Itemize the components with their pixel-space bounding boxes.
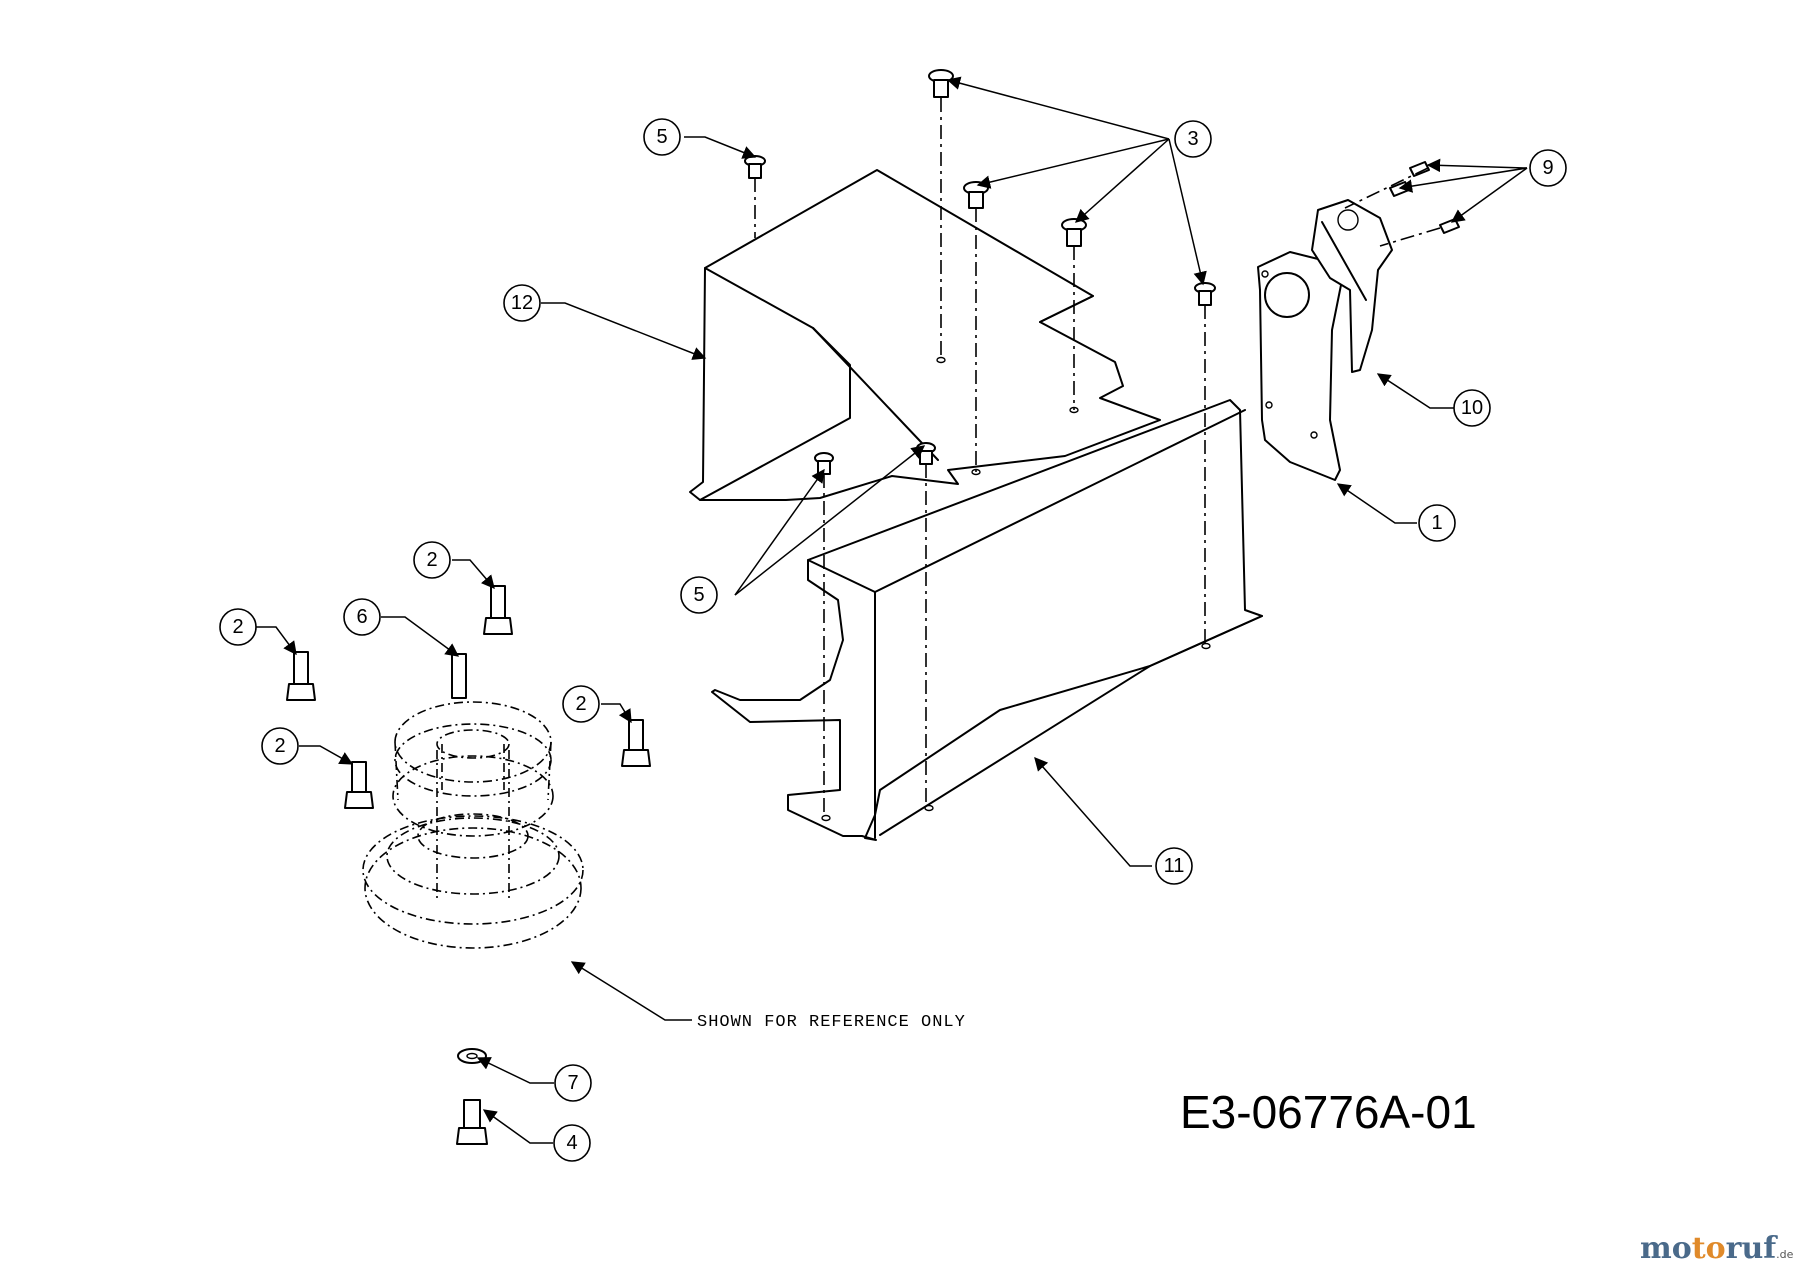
callout-10[interactable]: 10 [1453,389,1491,427]
watermark-tld: .de [1776,1248,1793,1261]
screw-part-5-a [744,155,766,179]
watermark-mo: mo [1640,1231,1692,1266]
key-part-6 [451,653,467,699]
callout-12[interactable]: 12 [503,284,541,322]
callout-5-top-label: 5 [656,126,667,148]
screw-part-3-a [928,69,954,98]
callout-3-label: 3 [1187,128,1198,150]
callout-2-c-label: 2 [274,735,285,757]
idler-bracket-part-1 [1257,251,1343,481]
watermark-logo: motoruf.de [1640,1231,1794,1266]
callout-7-label: 7 [567,1072,578,1094]
callout-4[interactable]: 4 [553,1124,591,1162]
callout-1-label: 1 [1431,512,1442,534]
callout-leaders [256,76,1528,1144]
watermark-ruf: ruf [1726,1231,1779,1266]
screw-part-9 [1389,161,1460,234]
bolt-part-2-a [483,585,513,635]
screw-part-3-c [1061,218,1087,247]
callout-4-label: 4 [566,1132,577,1154]
callout-11-label: 11 [1164,855,1185,877]
bolt-part-4 [456,1099,488,1145]
callout-12-label: 12 [511,292,533,314]
belt-guard-cover-part-12 [689,169,1161,501]
pulley-reference [362,701,584,949]
bolt-part-2-b [286,651,316,701]
callout-5-mid[interactable]: 5 [680,576,718,614]
callout-3[interactable]: 3 [1174,120,1212,158]
callout-9-label: 9 [1542,157,1553,179]
callout-6[interactable]: 6 [343,598,381,636]
assembly-centerlines [754,98,1441,815]
callout-7[interactable]: 7 [554,1064,592,1102]
callout-2-d[interactable]: 2 [562,685,600,723]
screw-part-3-d [1194,282,1216,306]
washer-part-7 [457,1048,487,1064]
drawing-number: E3-06776A-01 [1180,1086,1477,1138]
reference-note: SHOWN FOR REFERENCE ONLY [697,1013,966,1032]
callout-2-b[interactable]: 2 [219,608,257,646]
bolt-part-2-d [621,719,651,767]
callout-2-a-label: 2 [426,549,437,571]
callout-2-a[interactable]: 2 [413,541,451,579]
callout-2-d-label: 2 [575,693,586,715]
belt-guard-housing-part-11 [711,399,1263,841]
callout-1[interactable]: 1 [1418,504,1456,542]
watermark-to: to [1692,1231,1726,1266]
callout-10-label: 10 [1461,397,1483,419]
callout-5-mid-label: 5 [693,584,704,606]
callout-2-b-label: 2 [232,616,243,638]
callout-2-c[interactable]: 2 [261,727,299,765]
screw-part-5-c [916,442,936,465]
screw-part-3-b [963,181,989,209]
bolt-part-2-c [344,761,374,809]
callout-11[interactable]: 11 [1155,847,1193,885]
idler-arm-part-10 [1311,199,1393,373]
callout-6-label: 6 [356,606,367,628]
callout-9[interactable]: 9 [1529,149,1567,187]
callout-5-top[interactable]: 5 [643,118,681,156]
